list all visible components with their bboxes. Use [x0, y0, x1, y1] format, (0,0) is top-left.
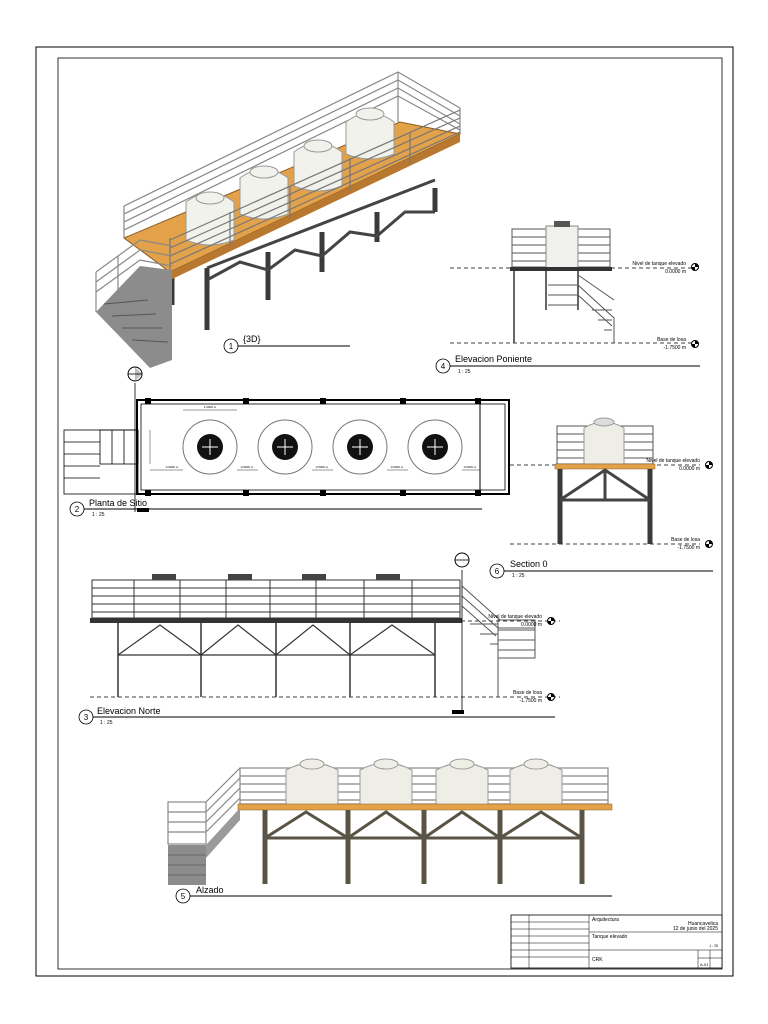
view-scale-4: 1 : 25	[458, 369, 471, 375]
dim-side-right: 0.6000 m	[464, 465, 477, 469]
view-scale-3: 1 : 25	[100, 720, 113, 726]
section-marker-top	[127, 366, 143, 382]
outer-border	[35, 46, 734, 977]
view-title-3: Elevacion Norte	[97, 706, 161, 716]
tb-location: Huancavelica	[688, 921, 718, 927]
view-number-1: 1	[229, 342, 234, 351]
level-base-name-v4: Base de losa	[657, 337, 686, 343]
view-number-4: 4	[441, 362, 446, 371]
tb-discipline: Arquitectura	[592, 917, 619, 923]
view-scale-2: 1 : 25	[92, 512, 105, 518]
section-marker-right	[454, 552, 470, 568]
level-top-name-v3: Nivel de tanque elevado	[488, 614, 542, 620]
view-section-0	[510, 417, 700, 545]
dim-tank-width: 1.0000 m	[204, 405, 217, 409]
title-block: Arquitectura Huancavelica 12 de junio de…	[510, 914, 723, 969]
dim-gap-3: 0.5000 m	[391, 465, 404, 469]
tb-date: 12 de junio del 2025	[673, 926, 718, 932]
tb-author: CRK	[592, 957, 603, 963]
level-head-icons	[547, 263, 713, 701]
view-number-3: 3	[84, 713, 89, 722]
level-base-value-v4: -1.7500 m	[663, 345, 686, 351]
dim-gap-1: 0.5000 m	[241, 465, 254, 469]
view-scale-6: 1 : 25	[512, 573, 525, 579]
level-base-name-v6: Base de losa	[671, 537, 700, 543]
view-number-2: 2	[75, 505, 80, 514]
tb-sheet-no: A-01	[700, 962, 709, 967]
tb-scale: 1 : 25	[709, 944, 718, 948]
view-elevacion-norte	[90, 552, 560, 714]
view-planta-de-sitio: 1.0000 m 0.6000 m 0.5000 m 0.5000 m 0.50…	[63, 366, 510, 512]
view-number-5: 5	[181, 892, 186, 901]
level-base-value-v3: -1.7500 m	[519, 698, 542, 704]
view-title-6: Section 0	[510, 559, 548, 569]
inner-border	[57, 57, 723, 970]
view-title-1: {3D}	[243, 334, 261, 344]
view-title-2: Planta de Sitio	[89, 498, 147, 508]
level-top-name-v4: Nivel de tanque elevado	[632, 261, 686, 267]
view-elevacion-poniente	[450, 221, 700, 344]
level-base-value-v6: -1.7500 m	[677, 545, 700, 551]
view-number-6: 6	[495, 567, 500, 576]
view-3d	[95, 71, 462, 368]
dim-gap-2: 0.5000 m	[316, 465, 329, 469]
view-title-4: Elevacion Poniente	[455, 354, 532, 364]
view-alzado	[167, 758, 613, 885]
level-base-name-v3: Base de losa	[513, 690, 542, 696]
tb-drawing-name: Tanque elevado	[592, 934, 628, 940]
level-top-value-v4: 0.0000 m	[665, 269, 686, 275]
level-top-name-v6: Nivel de tanque elevado	[646, 458, 700, 464]
level-top-value-v6: 0.0000 m	[679, 466, 700, 472]
level-top-value-v3: 0.0000 m	[521, 622, 542, 628]
dim-side-left: 0.6000 m	[166, 465, 179, 469]
view-title-5: Alzado	[196, 885, 224, 895]
